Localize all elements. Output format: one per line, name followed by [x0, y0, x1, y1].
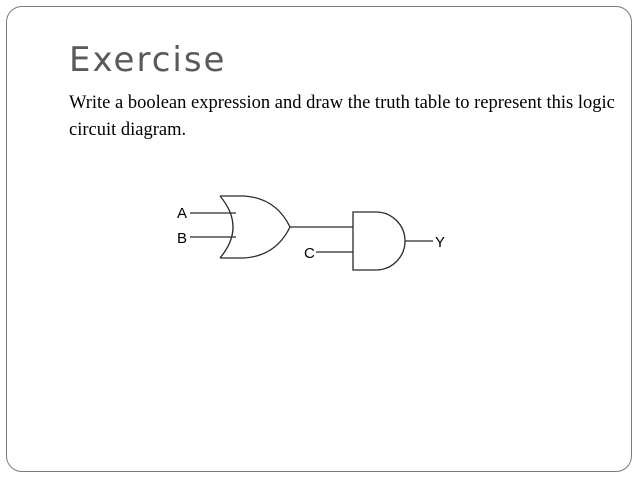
output-y-label: Y — [435, 234, 445, 251]
exercise-instruction: Write a boolean expression and draw the … — [69, 93, 615, 140]
input-a-label: A — [177, 205, 187, 222]
or-gate — [219, 195, 291, 259]
input-c-label: C — [304, 245, 315, 262]
or-gate-back-curve — [219, 195, 234, 259]
slide-title: Exercise — [69, 40, 227, 80]
slide-frame — [6, 6, 632, 472]
and-gate — [352, 211, 406, 271]
input-b-label: B — [177, 230, 187, 247]
or-gate-body — [220, 195, 291, 259]
